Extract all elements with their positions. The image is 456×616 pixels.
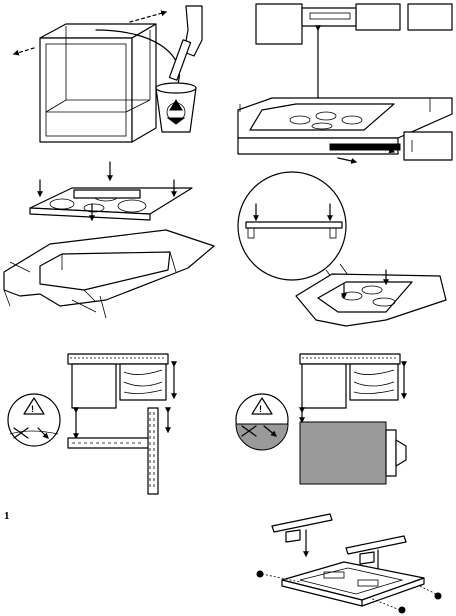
cabinet-illustration: [14, 12, 179, 142]
hand-with-rail: [169, 6, 202, 80]
svg-text:!: !: [259, 404, 262, 414]
wood-clearance-illustration: !: [8, 354, 174, 494]
clip-detail-illustration: [238, 172, 446, 326]
recycle-bin-icon: [156, 83, 196, 132]
mounting-brackets-illustration: [257, 514, 441, 613]
svg-text:!: !: [31, 404, 34, 414]
drawer-clearance-illustration: !: [236, 354, 406, 484]
step-number: 1: [4, 510, 10, 522]
hob-insert-illustration: [4, 162, 214, 318]
worktop-with-hob: [238, 98, 452, 162]
